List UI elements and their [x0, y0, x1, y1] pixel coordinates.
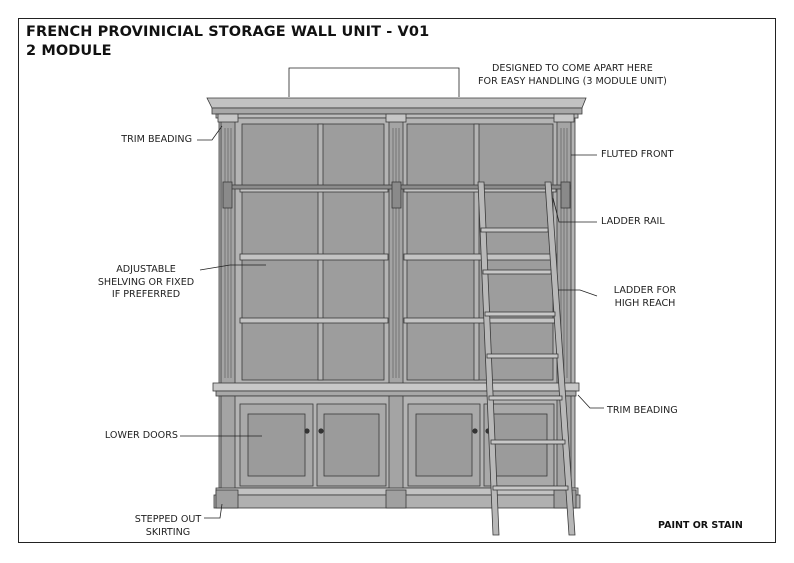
- sheet-title: FRENCH PROVINICIAL STORAGE WALL UNIT - V…: [26, 24, 430, 40]
- label-fluted-front: FLUTED FRONT: [601, 149, 674, 160]
- label-lower-doors: LOWER DOORS: [104, 430, 178, 441]
- label-trim-beading-top: TRIM BEADING: [121, 134, 192, 145]
- sheet-border: [18, 18, 776, 543]
- finish-note: PAINT OR STAIN: [658, 520, 743, 531]
- shelf: [239, 253, 389, 261]
- label-trim-beading-mid: TRIM BEADING: [607, 405, 678, 416]
- cornice-band: [211, 107, 583, 115]
- mid-trim: [212, 382, 580, 392]
- library-ladder: [477, 181, 576, 536]
- cornice: [206, 97, 587, 109]
- label-ladder-rail: LADDER RAIL: [601, 216, 665, 227]
- shelf: [239, 317, 389, 324]
- door-knob: [304, 428, 310, 434]
- sheet-subtitle: 2 MODULE: [26, 43, 112, 59]
